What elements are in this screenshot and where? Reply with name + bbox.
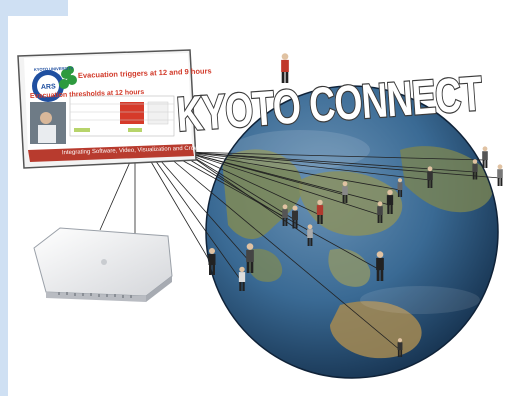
wifi-router-icon [33, 227, 173, 302]
logo-top-text: KYOTO UNIVERSITY [34, 66, 74, 72]
person-icon [307, 224, 313, 246]
monitor-screen: Integrating Software, Video, Visualizati… [17, 49, 223, 169]
screen-subhead: Evacuation thresholds at 12 hours [30, 89, 145, 100]
person-icon [342, 181, 348, 203]
clover-logo-icon [59, 66, 77, 89]
frame-left-edge [0, 16, 8, 396]
person-icon [281, 53, 289, 83]
person-icon [292, 205, 298, 229]
person-icon [238, 266, 246, 291]
person-icon [397, 338, 403, 357]
logo-center-text: ARS [41, 83, 56, 91]
globe-icon [205, 85, 499, 379]
person-icon [386, 189, 394, 214]
person-icon [208, 248, 216, 275]
screen-footer-bar [28, 144, 194, 162]
screen-footer-text: Integrating Software, Video, Visualizati… [62, 145, 223, 157]
frame-tab [0, 0, 68, 16]
person-icon [482, 146, 488, 168]
person-icon [472, 159, 478, 180]
person-icon [497, 164, 503, 186]
person-icon [246, 243, 254, 273]
connection-lines [99, 151, 501, 351]
people-group [208, 53, 503, 357]
person-icon [282, 204, 288, 226]
person-icon [316, 199, 324, 224]
person-icon [376, 251, 384, 281]
person-icon [377, 201, 383, 223]
person-icon [427, 166, 433, 188]
person-icon [397, 178, 403, 197]
